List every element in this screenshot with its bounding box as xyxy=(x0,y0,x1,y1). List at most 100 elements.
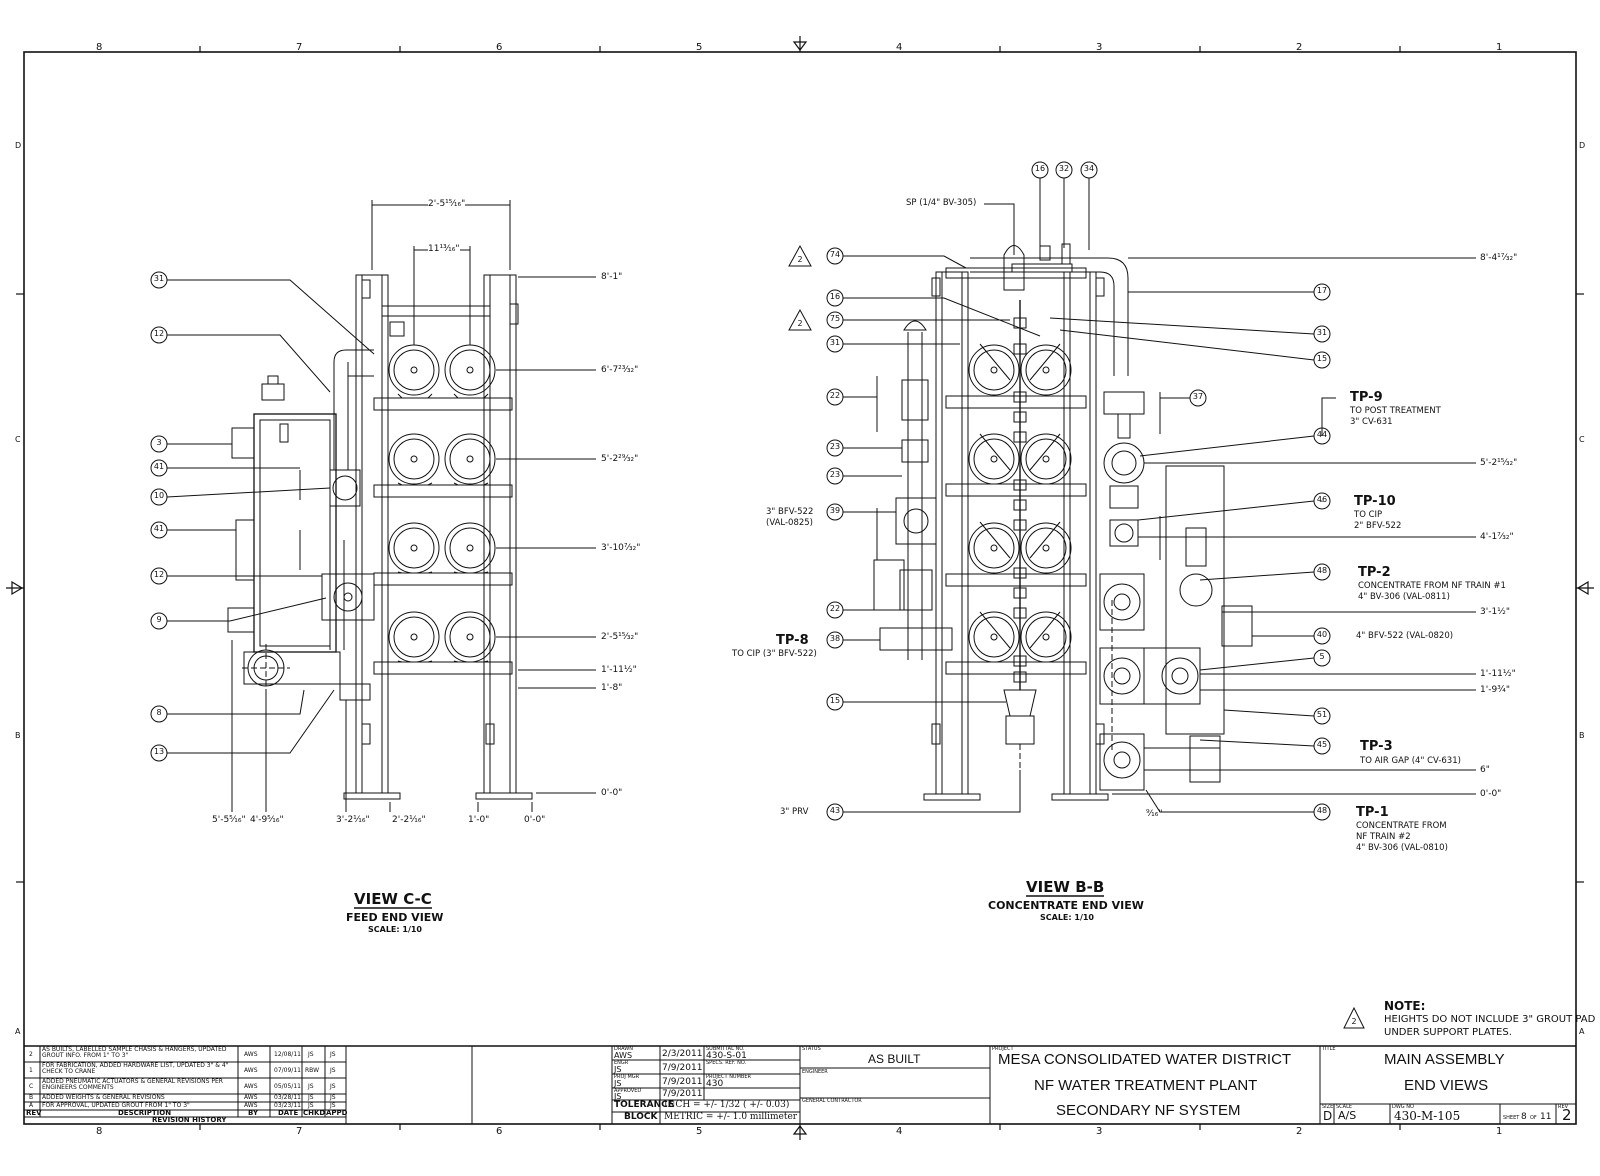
submittal-label: SUBMITTAL NO. xyxy=(706,1046,745,1052)
drawn-label: DRAWN xyxy=(614,1046,633,1052)
note-title: NOTE: xyxy=(1384,999,1426,1013)
note-line-2: UNDER SUPPORT PLATES. xyxy=(1384,1027,1512,1038)
rev-row-chkd: RBW xyxy=(305,1067,320,1074)
zone-label-bottom: 3 xyxy=(1096,1126,1103,1137)
zone-label-left: C xyxy=(15,435,21,444)
cc-dim-right: 6'-7²³⁄₃₂" xyxy=(601,365,639,375)
cc-callout: 10 xyxy=(153,491,165,500)
zone-ticks xyxy=(16,46,1584,1130)
bb-right-callout: 45 xyxy=(1316,740,1328,749)
zone-label-top: 3 xyxy=(1096,42,1103,53)
bb-tp3: TP-3 xyxy=(1360,739,1393,754)
bb-view-subtitle: CONCENTRATE END VIEW xyxy=(988,899,1144,912)
sheet-number: 8 xyxy=(1521,1112,1527,1122)
project-number: 430 xyxy=(706,1079,724,1089)
bb-left-callout: 15 xyxy=(829,696,841,705)
zone-label-top: 1 xyxy=(1496,42,1503,53)
bb-dim-right: 1'-9¾" xyxy=(1480,685,1511,695)
general-contractor-label: GENERAL CONTRACTOR xyxy=(802,1098,862,1104)
cc-dim-right: 3'-10⁷⁄₃₂" xyxy=(601,543,641,553)
submittal-no: 430-S-01 xyxy=(706,1051,747,1061)
cc-dim-bottom: 2'-2¹⁄₁₆" xyxy=(392,815,426,825)
engr-by: JS xyxy=(614,1065,622,1074)
bb-left-callout: 43 xyxy=(829,806,841,815)
rev-row-rev: 1 xyxy=(29,1067,33,1074)
cc-view-scale: SCALE: 1/10 xyxy=(368,925,422,934)
cc-dim-bottom: 3'-2¹⁄₁₆" xyxy=(336,815,370,825)
bb-dim-right: 6" xyxy=(1480,765,1490,775)
title-label: TITLE xyxy=(1322,1046,1336,1052)
drawing-border xyxy=(23,51,1577,1125)
bb-left-callout: 38 xyxy=(829,634,841,643)
bb-tp1: TP-1 xyxy=(1356,805,1389,820)
bb-right-callout: 37 xyxy=(1192,392,1204,401)
sheet-label: SHEET xyxy=(1503,1115,1520,1121)
title-line-1: MAIN ASSEMBLY xyxy=(1384,1051,1505,1068)
rev-header-appd: APPD xyxy=(326,1109,348,1117)
rev-row-date: 03/23/11 xyxy=(274,1102,301,1109)
bb-tp10-desc: TO CIP xyxy=(1354,510,1383,520)
engineer-label: ENGINEER xyxy=(802,1069,828,1075)
bb-tp9-desc: TO POST TREATMENT xyxy=(1350,406,1441,416)
rev-row-desc: ADDED PNEUMATIC ACTUATORS & GENERAL REVI… xyxy=(42,1078,223,1092)
cc-callout: 9 xyxy=(156,615,162,624)
rev-row-chkd: JS xyxy=(308,1102,314,1109)
note-triangle xyxy=(1343,1006,1365,1029)
project-number-label: PROJECT NUMBER xyxy=(706,1074,751,1080)
rev-row-rev: 2 xyxy=(29,1051,33,1058)
rev-row-chkd: JS xyxy=(308,1083,314,1090)
bb-tp10: TP-10 xyxy=(1354,494,1396,509)
rev-row-by: AWS xyxy=(244,1094,258,1101)
zone-label-bottom: 5 xyxy=(696,1126,703,1137)
rev-row-appd: JS xyxy=(330,1102,336,1109)
scale-label: SCALE xyxy=(1336,1104,1353,1110)
cc-dim-top-outer: 2'-5¹⁵⁄₁₆" xyxy=(428,199,466,209)
bb-top-callout: 34 xyxy=(1083,164,1095,173)
bb-tp2-desc: CONCENTRATE FROM NF TRAIN #1 xyxy=(1358,581,1506,591)
zone-label-bottom: 6 xyxy=(496,1126,503,1137)
bb-bfv-tag: (VAL-0825) xyxy=(766,518,814,528)
bb-left-callout: 75 xyxy=(829,314,841,323)
specs-label: SPECS. REF. NO. xyxy=(706,1060,747,1066)
bb-tp8-desc: TO CIP (3" BFV-522) xyxy=(732,649,817,659)
sheet-size: D xyxy=(1323,1109,1333,1123)
rev-row-chkd: JS xyxy=(308,1051,314,1058)
zone-label-left: D xyxy=(15,141,22,150)
rev-row-date: 07/09/11 xyxy=(274,1067,301,1074)
rev-header-rev: REV xyxy=(26,1109,42,1117)
bb-dim-right: 1'-11½" xyxy=(1480,669,1516,679)
bb-left-callout: 31 xyxy=(829,338,841,347)
bb-tp2: TP-2 xyxy=(1358,565,1391,580)
rev-row-by: AWS xyxy=(244,1067,258,1074)
cc-callout: 12 xyxy=(153,570,165,579)
status-label: STATUS xyxy=(802,1046,821,1052)
bb-right-callout: 48 xyxy=(1316,566,1328,575)
bb-bfv-label: 3" BFV-522 xyxy=(766,507,814,517)
zone-label-top: 2 xyxy=(1296,42,1303,53)
bb-right-callout: 44 xyxy=(1316,430,1328,439)
zone-label-bottom: 1 xyxy=(1496,1126,1503,1137)
bb-view-title: VIEW B-B xyxy=(1026,878,1105,896)
zone-label-top: 6 xyxy=(496,42,503,53)
cc-view-subtitle: FEED END VIEW xyxy=(346,911,444,924)
rev-row-by: AWS xyxy=(244,1102,258,1109)
cc-callout: 13 xyxy=(153,747,165,756)
rev-row-date: 05/05/11 xyxy=(274,1083,301,1090)
zone-label-left: A xyxy=(15,1027,21,1036)
rev-row-by: AWS xyxy=(244,1083,258,1090)
rev-row-desc: AS BUILTS, LABELLED SAMPLE CHASIS & HANG… xyxy=(42,1046,227,1060)
bb-top-callout: 16 xyxy=(1034,164,1046,173)
tolerance-block-label: BLOCK xyxy=(624,1112,658,1122)
rev-row-date: 03/28/11 xyxy=(274,1094,301,1101)
bb-right-callout: 15 xyxy=(1316,354,1328,363)
rev-header-chkd: CHKD xyxy=(303,1109,326,1117)
approved-by: JS xyxy=(614,1092,622,1101)
bb-rev-triangle-label: 2 xyxy=(797,255,803,264)
bb-prv-label: 3" PRV xyxy=(780,807,809,817)
bb-dim-right: 4'-1⁷⁄₃₂" xyxy=(1480,532,1514,542)
engr-label: ENGR xyxy=(614,1060,629,1066)
cc-dim-bottom: 5'-5⁵⁄₁₆" xyxy=(212,815,246,825)
bb-rev-triangle-label: 2 xyxy=(797,319,803,328)
rev-label: REV xyxy=(1558,1104,1569,1110)
rev-row-by: AWS xyxy=(244,1051,258,1058)
